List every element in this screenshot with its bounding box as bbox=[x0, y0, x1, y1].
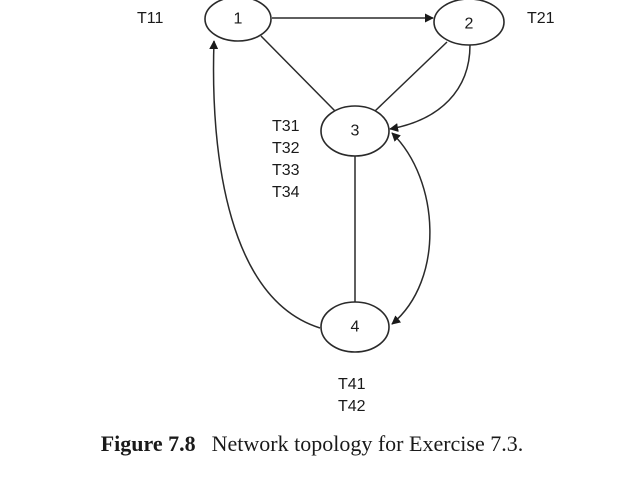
task-label-t33: T33 bbox=[272, 162, 300, 179]
task-label-t41: T41 bbox=[338, 376, 366, 393]
edge-3-4-bidirectional-curved bbox=[391, 132, 431, 325]
node-4: 4 bbox=[320, 301, 390, 353]
node-4-label: 4 bbox=[351, 319, 360, 336]
edge-4-to-1-curved bbox=[209, 40, 321, 329]
node-2-label: 2 bbox=[465, 16, 474, 33]
task-label-t21: T21 bbox=[527, 10, 555, 27]
edge-2-to-3-curved bbox=[389, 44, 471, 132]
task-label-t11: T11 bbox=[137, 10, 163, 27]
node-2: 2 bbox=[433, 0, 505, 46]
task-label-t31: T31 bbox=[272, 118, 300, 135]
node-1-label: 1 bbox=[234, 11, 243, 28]
figure-number: Figure 7.8 bbox=[100, 431, 196, 456]
node-1: 1 bbox=[204, 0, 272, 42]
node-3: 3 bbox=[320, 105, 390, 157]
task-label-t32: T32 bbox=[272, 140, 300, 157]
edge-1-3 bbox=[260, 35, 336, 112]
figure-caption-text: Network topology for Exercise 7.3. bbox=[211, 431, 524, 456]
task-label-t42: T42 bbox=[338, 398, 366, 415]
edge-2-3 bbox=[374, 41, 448, 112]
task-label-t34: T34 bbox=[272, 184, 300, 201]
node-3-label: 3 bbox=[351, 123, 360, 140]
figure-caption: Figure 7.8 Network topology for Exercise … bbox=[0, 431, 624, 457]
